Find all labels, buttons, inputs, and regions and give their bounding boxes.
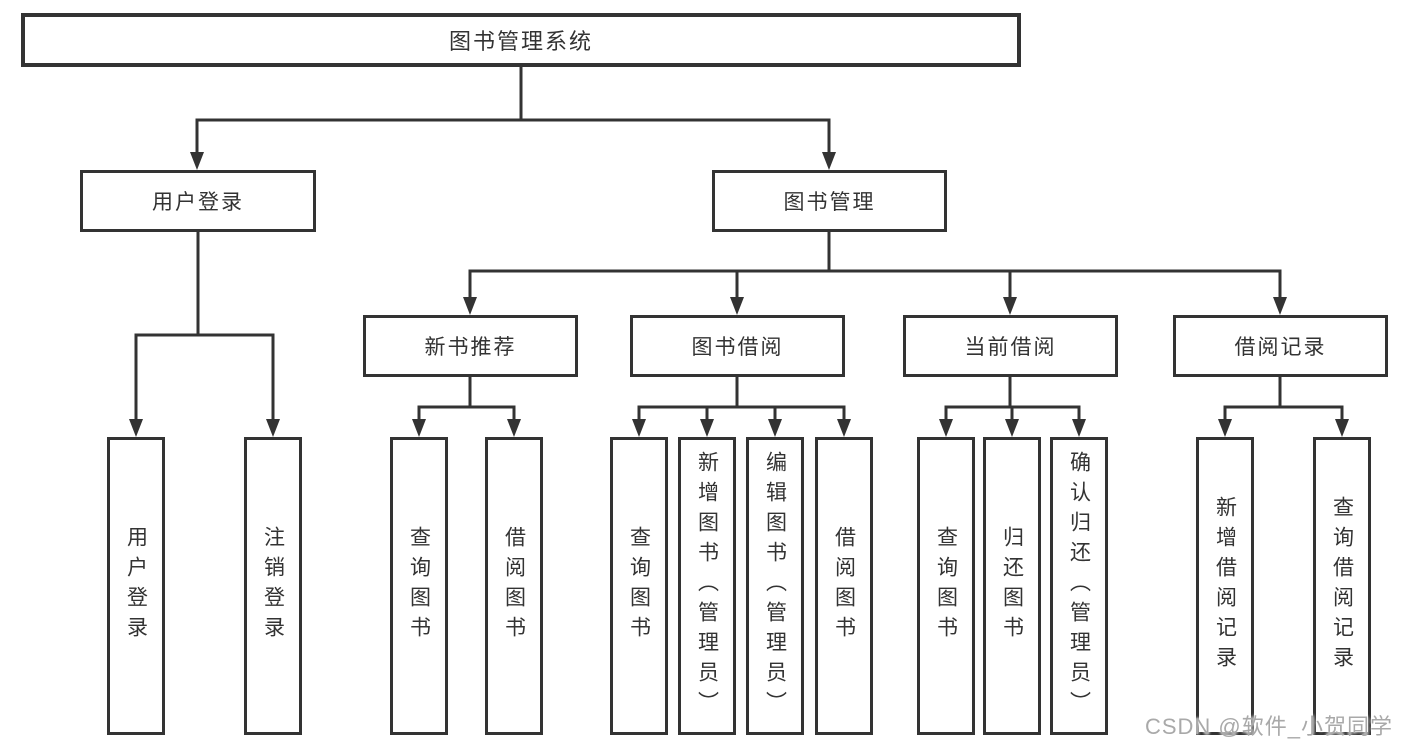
node-label: 借阅记录: [1234, 336, 1327, 359]
node-label: 查询图书: [627, 526, 651, 646]
leaf-query-books-current: 查询图书: [917, 437, 975, 735]
leaf-query-books-recommend: 查询图书: [390, 437, 448, 735]
leaf-add-borrow-record: 新增借阅记录: [1196, 437, 1254, 735]
leaf-query-borrow-record: 查询借阅记录: [1313, 437, 1371, 735]
node-label: 图书借阅: [691, 336, 784, 359]
node-book-borrowing: 图书借阅: [630, 315, 845, 377]
leaf-confirm-return-admin: 确认归还（管理员）: [1050, 437, 1108, 735]
node-user-login-branch: 用户登录: [80, 170, 316, 232]
connector-root-to-level2: [195, 65, 831, 155]
leaf-return-book: 归还图书: [983, 437, 1041, 735]
node-label: 借阅图书: [502, 526, 526, 646]
node-label: 新增图书（管理员）: [695, 451, 719, 721]
node-library-system-root: 图书管理系统: [21, 13, 1021, 67]
csdn-watermark: CSDN @软件_小贺同学: [1144, 714, 1393, 739]
leaf-logout: 注销登录: [244, 437, 302, 735]
connector-user-login-group: [134, 230, 275, 422]
node-label: 当前借阅: [964, 336, 1057, 359]
node-label: 确认归还（管理员）: [1067, 451, 1091, 721]
leaf-borrow-books: 借阅图书: [815, 437, 873, 735]
node-borrowing-records: 借阅记录: [1173, 315, 1388, 377]
connector-book-mgmt-to-level3: [468, 230, 1282, 300]
leaf-edit-book-admin: 编辑图书（管理员）: [746, 437, 804, 735]
node-label: 查询借阅记录: [1330, 496, 1354, 676]
node-label: 查询图书: [934, 526, 958, 646]
node-label: 新书推荐: [424, 336, 517, 359]
node-new-book-recommend: 新书推荐: [363, 315, 578, 377]
node-label: 借阅图书: [832, 526, 856, 646]
node-label: 注销登录: [261, 526, 285, 646]
node-label: 归还图书: [1000, 526, 1024, 646]
connector-current-borrow-group: [944, 375, 1081, 422]
connector-book-borrow-group: [637, 375, 846, 422]
node-label: 图书管理: [783, 191, 876, 214]
leaf-query-books-borrowing: 查询图书: [610, 437, 668, 735]
node-label: 查询图书: [407, 526, 431, 646]
connector-new-book-group: [417, 375, 516, 422]
leaf-user-login: 用户登录: [107, 437, 165, 735]
node-current-borrowing: 当前借阅: [903, 315, 1118, 377]
node-label: 编辑图书（管理员）: [763, 451, 787, 721]
node-label: 用户登录: [124, 526, 148, 646]
node-label: 新增借阅记录: [1213, 496, 1237, 676]
node-book-management-branch: 图书管理: [712, 170, 947, 232]
node-label: 图书管理系统: [448, 29, 593, 54]
node-label: 用户登录: [152, 191, 244, 214]
leaf-add-book-admin: 新增图书（管理员）: [678, 437, 736, 735]
leaf-borrow-books-recommend: 借阅图书: [485, 437, 543, 735]
connector-borrow-record-group: [1223, 375, 1344, 422]
